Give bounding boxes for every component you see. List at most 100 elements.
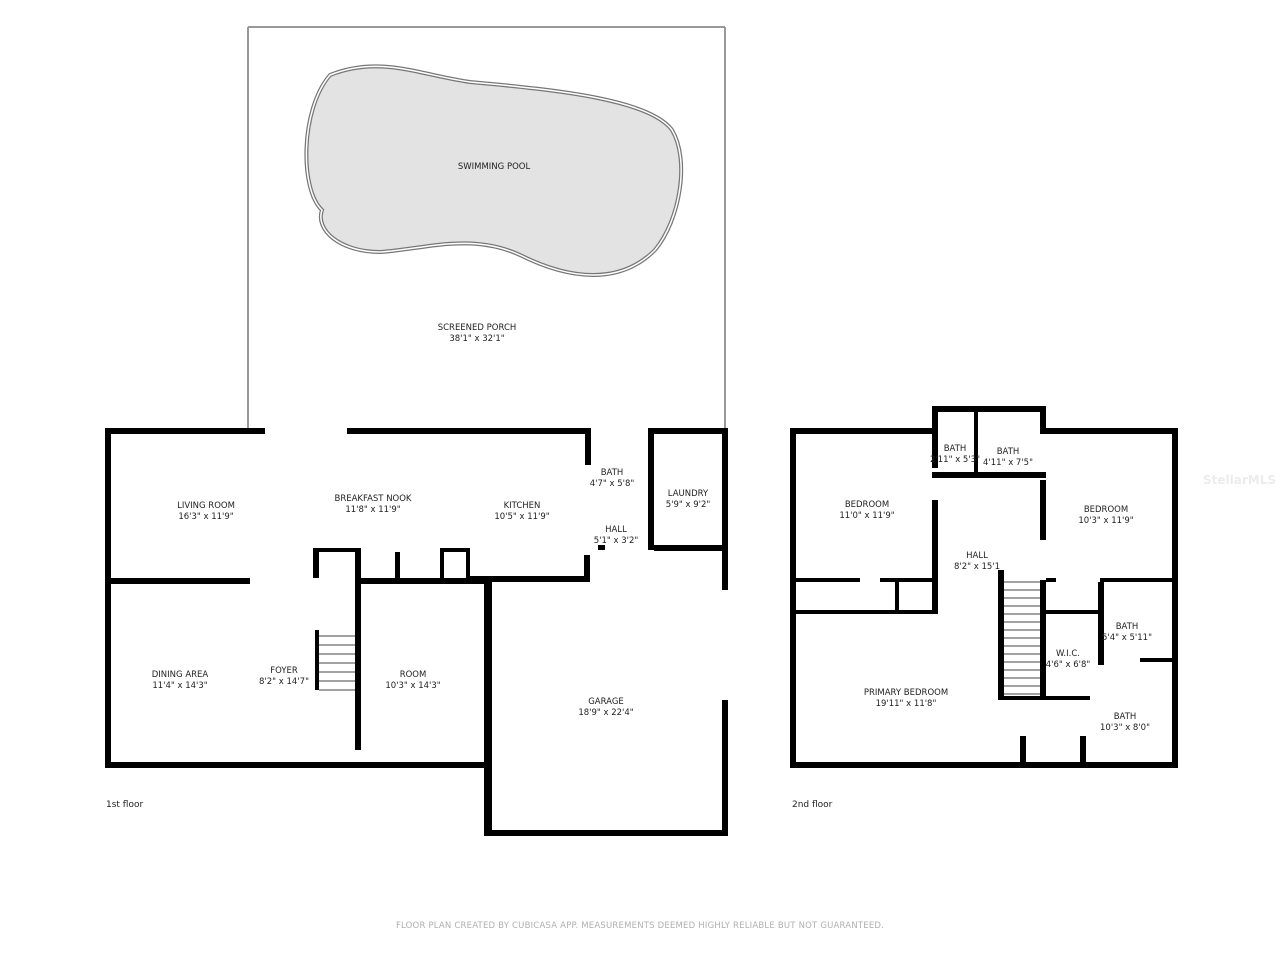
room-dimensions: 11'8" x 11'9" [345,505,400,515]
room-dimensions: 2'11" x 5'3" [930,455,980,465]
room-dimensions: 10'5" x 11'9" [494,512,549,522]
room-dimensions: 10'3" x 8'0" [1100,723,1150,733]
wall-segment [105,578,250,584]
wall-segment [790,428,796,768]
walls [105,406,1178,836]
room-name: HALL [605,525,627,535]
room-name: HALL [966,551,988,561]
wall-segment [722,700,728,836]
room-name: GARAGE [588,697,624,707]
room-name: FOYER [270,666,298,676]
wall-segment [355,578,487,584]
pool-edge [305,65,682,276]
room-dimensions: 16'3" x 11'9" [178,512,233,522]
wall-segment [484,830,728,836]
wall-segment [974,412,978,475]
wall-segment [998,696,1090,700]
room-name: PRIMARY BEDROOM [864,688,948,698]
room-name: SWIMMING POOL [458,162,531,172]
wall-segment [1098,582,1104,665]
room-dimensions: 19'11" x 11'8" [876,699,937,709]
wall-segment [585,428,591,465]
room-name: BEDROOM [845,500,889,510]
wall-segment [466,548,470,578]
room-name: LIVING ROOM [177,501,235,511]
wall-segment [790,762,1178,768]
wall-segment [440,548,444,578]
wall-segment [105,762,350,768]
room-dimensions: 18'9" x 22'4" [578,708,633,718]
wall-segment [315,630,319,690]
room-name: W.I.C. [1056,649,1080,659]
watermark-logo: StellarMLS [1203,473,1276,487]
room-name: BATH [997,447,1020,457]
room-dimensions: 10'3" x 11'9" [1078,516,1133,526]
room-dimensions: 5'1" x 3'2" [594,536,639,546]
wall-segment [484,578,492,836]
room-name: BATH [1114,712,1137,722]
room-dimensions: 11'0" x 11'9" [839,511,894,521]
wall-segment [1020,736,1026,765]
room-name: BATH [1116,622,1139,632]
room-dimensions: 11'4" x 14'3" [152,681,207,691]
room-dimensions: 38'1" x 32'1" [449,334,504,344]
wall-segment [313,548,319,578]
wall-segment [470,576,590,582]
wall-segment [1040,406,1046,434]
room-dimensions: 8'2" x 15'1 [954,562,1000,572]
wall-segment [347,428,585,434]
room-dimensions: 8'2" x 14'7" [259,677,309,687]
room-name: BEDROOM [1084,505,1128,515]
wall-segment [105,428,265,434]
wall-segment [793,610,938,614]
wall-segment [584,555,590,582]
wall-segment [932,472,1046,478]
wall-segment [1140,658,1178,662]
room-name: LAUNDRY [668,489,709,499]
wall-segment [648,428,654,550]
room-name: ROOM [400,670,427,680]
wall-segment [722,428,728,590]
room-dimensions: 4'6" x 6'8" [1046,660,1091,670]
wall-segment [1046,578,1056,582]
wall-segment [932,406,1046,412]
wall-segment [880,578,938,582]
wall-segment [1080,736,1086,765]
room-name: BREAKFAST NOOK [334,494,411,504]
room-name: SCREENED PORCH [438,323,517,333]
room-name: DINING AREA [152,670,209,680]
wall-segment [790,428,935,434]
wall-segment [650,428,725,434]
wall-segment [932,406,938,468]
wall-segment [998,570,1004,700]
wall-segment [105,428,111,768]
wall-segment [932,500,938,612]
wall-segment [793,578,860,582]
second-floor-label: 2nd floor [792,800,833,810]
footer-disclaimer: FLOOR PLAN CREATED BY CUBICASA APP. MEAS… [395,921,885,931]
wall-segment [313,548,355,552]
room-dimensions: 4'11" x 7'5" [983,458,1033,468]
first-floor-label: 1st floor [106,800,143,810]
wall-segment [395,552,400,578]
wall-segment [895,580,899,612]
room-dimensions: 10'3" x 14'3" [385,681,440,691]
wall-segment [654,545,725,551]
wall-segment [1100,578,1178,582]
room-dimensions: 5'9" x 9'2" [666,500,711,510]
wall-segment [350,762,487,768]
wall-segment [440,548,470,552]
stairs [319,581,1040,695]
wall-segment [1040,480,1046,540]
wall-segment [1046,610,1102,614]
room-name: KITCHEN [504,501,541,511]
room-name: BATH [601,468,624,478]
room-dimensions: 5'4" x 5'11" [1102,633,1152,643]
wall-segment [1172,428,1178,768]
room-dimensions: 4'7" x 5'8" [590,479,635,489]
screened-porch-outline [247,26,726,428]
wall-segment [598,545,605,550]
wall-segment [1040,428,1177,434]
room-name: BATH [944,444,967,454]
